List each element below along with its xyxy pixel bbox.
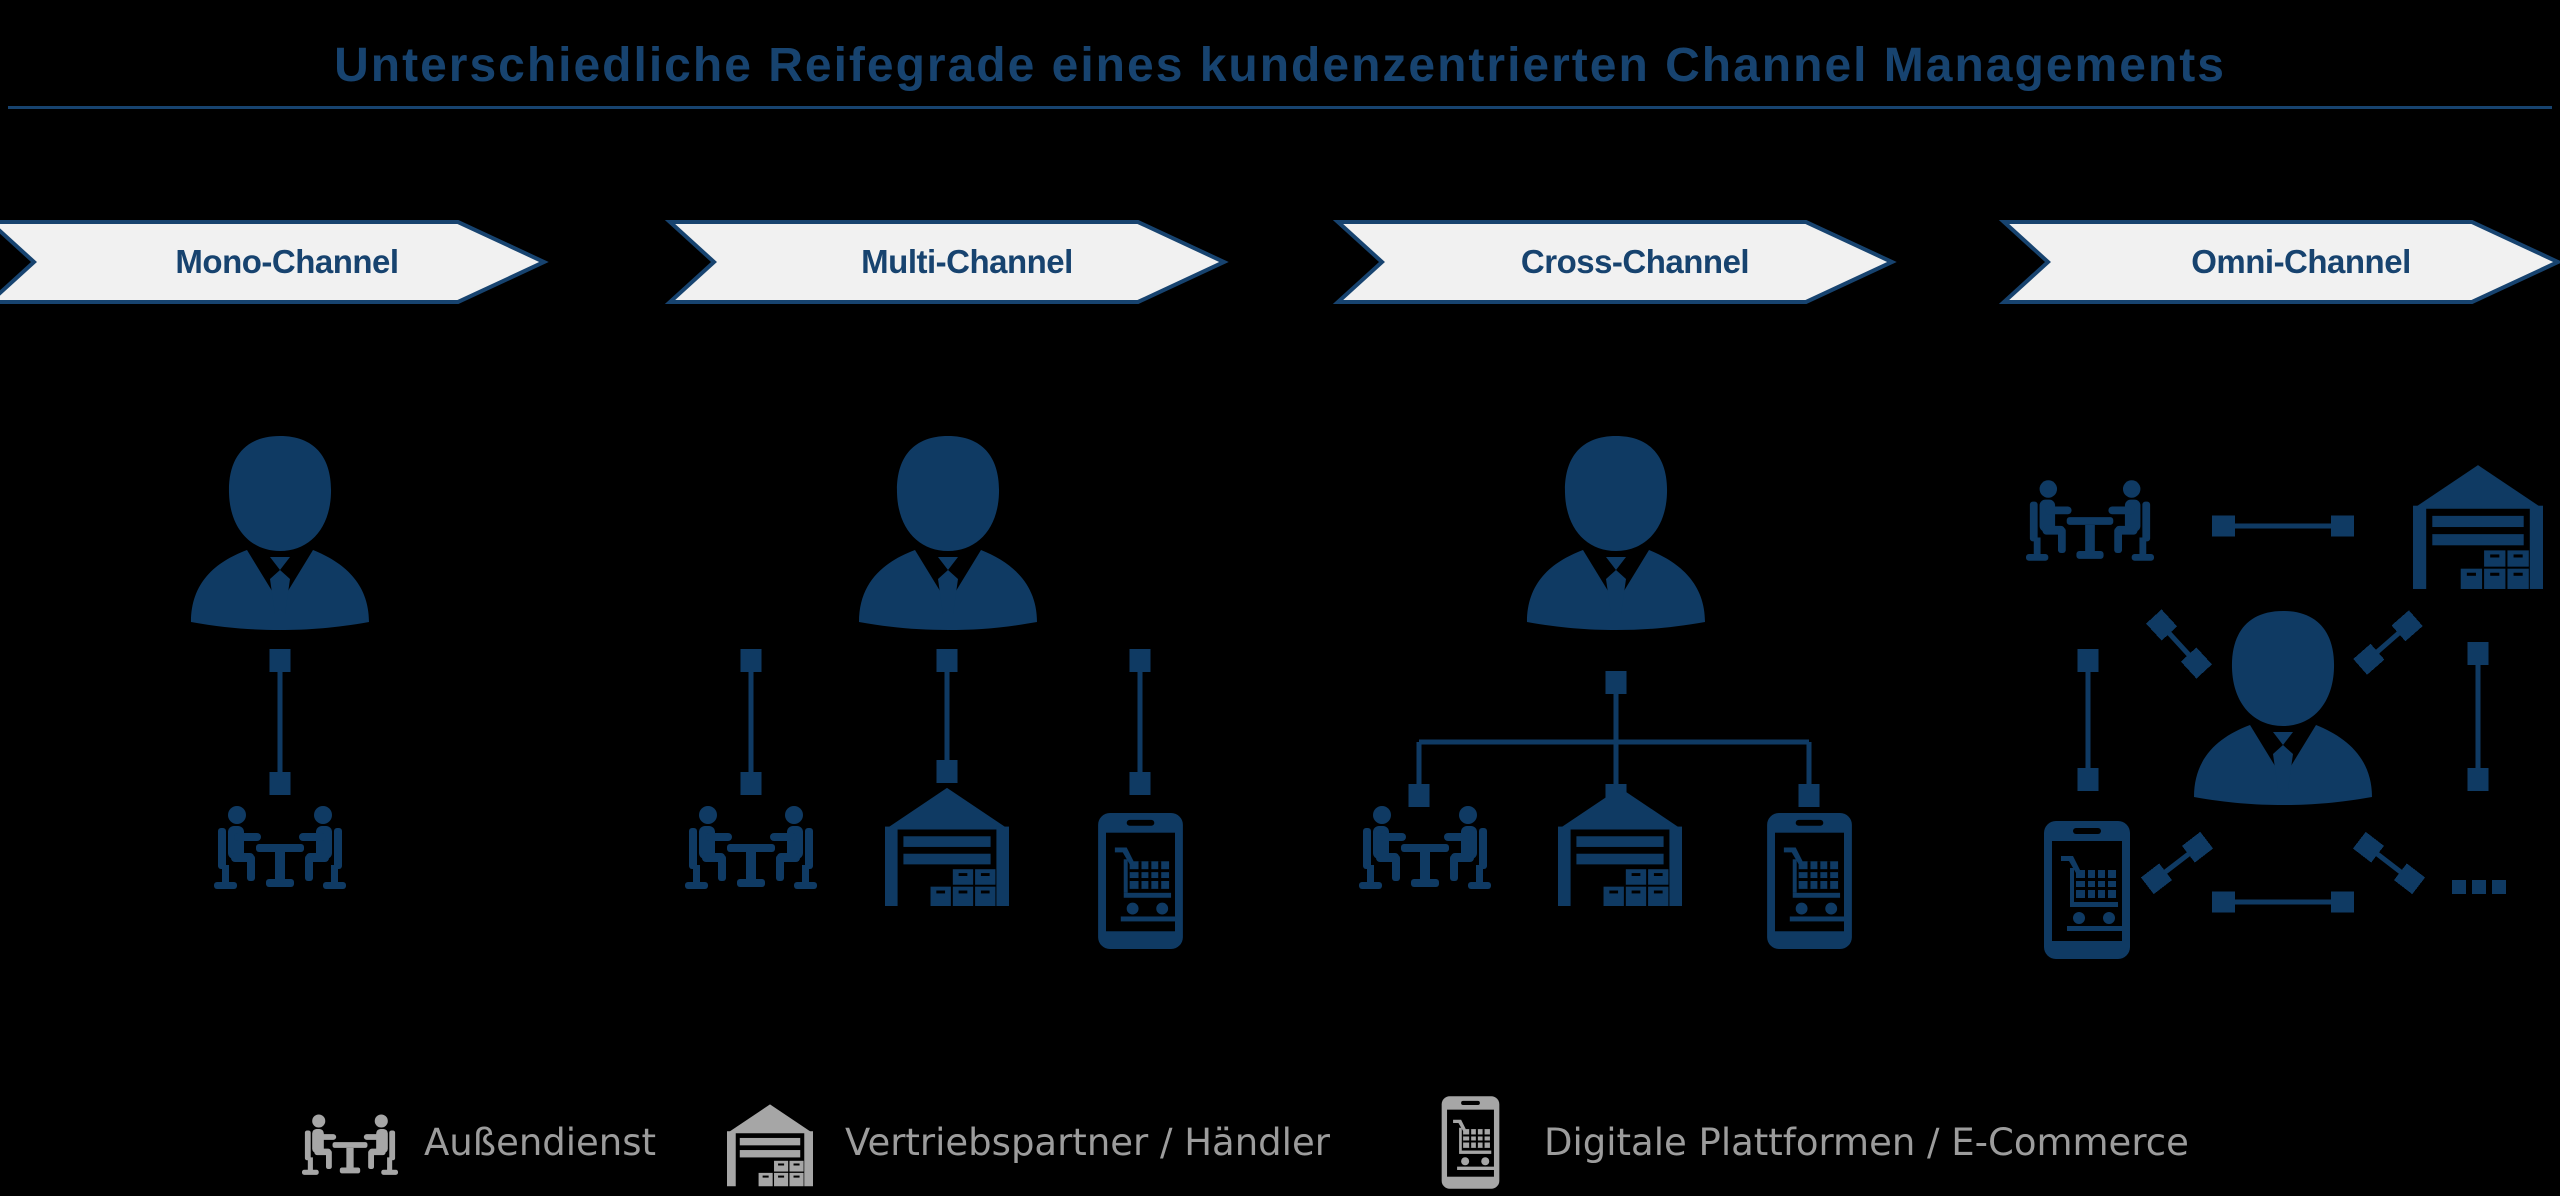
chevron-banner-shape xyxy=(1332,220,1897,304)
title-underline xyxy=(8,106,2552,109)
stage-label: Multi-Channel xyxy=(861,243,1073,280)
warehouse-icon xyxy=(2413,458,2543,592)
chevron-banner-shape xyxy=(0,220,549,304)
more-channels-dots xyxy=(2452,880,2506,894)
stage-banner-omni: Omni-Channel xyxy=(1998,220,2560,304)
chevron-banner-shape xyxy=(1998,220,2560,304)
meeting-icon xyxy=(302,1106,398,1184)
customer-icon xyxy=(1521,430,1711,630)
smartphone-icon xyxy=(2043,820,2131,960)
stage-banner-cross: Cross-Channel xyxy=(1332,220,1897,304)
meeting-icon xyxy=(214,805,346,891)
warehouse-icon xyxy=(885,783,1009,907)
legend-label-vertriebspartner: Vertriebspartner / Händler xyxy=(845,1121,1330,1164)
meeting-icon xyxy=(685,805,817,891)
stage-banner-mono: Mono-Channel xyxy=(0,220,549,304)
smartphone-icon xyxy=(1097,812,1184,950)
customer-icon xyxy=(2188,605,2378,805)
legend-label-digitale-plattformen: Digitale Plattformen / E-Commerce xyxy=(1544,1121,2189,1164)
stage-label: Cross-Channel xyxy=(1520,243,1750,280)
warehouse-icon xyxy=(727,1101,813,1187)
meeting-icon xyxy=(1359,805,1491,891)
chevron-banner-shape xyxy=(664,220,1229,304)
customer-icon xyxy=(185,430,375,630)
page-title: Unterschiedliche Reifegrade eines kunden… xyxy=(334,39,2226,92)
customer-icon xyxy=(853,430,1043,630)
legend-label-aussendienst: Außendienst xyxy=(424,1121,657,1164)
meeting-icon xyxy=(2026,476,2154,566)
smartphone-icon xyxy=(1766,812,1853,950)
stage-banner-multi: Multi-Channel xyxy=(664,220,1229,304)
stage-label: Mono-Channel xyxy=(175,243,399,280)
stage-label: Omni-Channel xyxy=(2191,243,2411,280)
warehouse-icon xyxy=(1558,783,1682,907)
smartphone-icon xyxy=(1441,1095,1500,1190)
